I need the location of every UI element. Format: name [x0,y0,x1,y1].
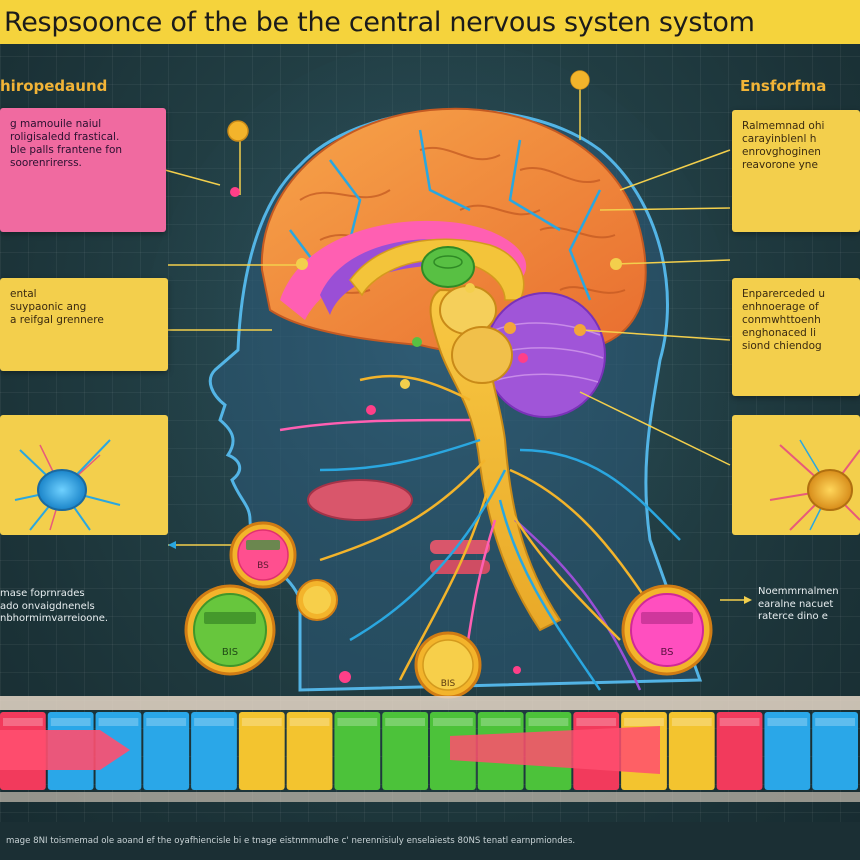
timeline-segment-blue [191,712,237,790]
card-mid-right-text: Enparerceded u enhnoerage of conmwhttoen… [742,288,826,352]
pill-3 [296,579,338,621]
left-section-label: hiropedaund [0,77,108,95]
info-card-top-right: Ralmemnad ohi carayinblenl h enrovghogin… [732,110,860,232]
pill-5: BS [621,584,713,676]
right-section-label: Ensforfma [740,77,827,95]
timeline-segment-blue [812,712,858,790]
timeline-segment-highlight [576,718,617,726]
timeline-segment-green [334,712,381,790]
timeline-bar [0,696,860,802]
card-top-right-text: Ralmemnad ohi carayinblenl h enrovghogin… [742,120,825,171]
timeline-segment-highlight [3,718,43,726]
pill-4-label: BIS [441,679,456,689]
medulla [451,326,513,384]
note-bottom-left: mase foprnrades ado onvaigdnenels nbhorm… [0,588,109,624]
pill-2: BIS [184,584,276,676]
caption-text: mage 8NI toismemad ole aoand ef the oyaf… [6,836,576,846]
timeline-segment-highlight [767,718,808,726]
timeline-segment-green [382,712,428,790]
timeline-segment-highlight [194,718,234,726]
timeline-segment-highlight [433,718,473,726]
note-bottom-right: Noemmrnalmen earalne nacuet raterce dino… [758,586,839,622]
pill-5-label: BS [660,647,673,658]
timeline-segment-red [716,712,763,790]
timeline-segment-highlight [385,718,425,726]
timeline-segment-highlight [624,718,664,726]
arrow-markers [168,541,752,604]
timeline-segment-highlight [98,718,139,726]
timeline-segment-blue [764,712,811,790]
pill-2-label: BIS [222,647,238,658]
timeline-segment-highlight [337,718,378,726]
tongue [307,479,413,521]
info-card-mid-left: ental suypaonic ang a reifgal grennere [0,278,168,371]
pill-4: BIS [414,631,482,699]
timeline-segment-highlight [719,718,760,726]
timeline-segment-highlight [480,718,521,726]
info-card-mid-right: Enparerceded u enhnoerage of conmwhttoen… [732,278,860,396]
neuron-right [732,415,860,535]
neuron-left [0,415,168,535]
timeline-segment-highlight [289,718,330,726]
timeline-segment-highlight [528,718,569,726]
pill-1: BS [229,521,297,589]
title-banner: Respsoonce of the be the central nervous… [0,0,860,44]
timeline-arrow-left [0,730,130,770]
timeline-segment-highlight [146,718,187,726]
info-card-top-left: g mamouile naiul roligisaledd frastical.… [0,108,166,232]
throat-ring-1 [430,540,490,554]
pill-1-label: BS [257,561,269,571]
timeline-segment-yellow [668,712,715,790]
timeline-segment-highlight [50,718,91,726]
caption-bar: mage 8NI toismemad ole aoand ef the oyaf… [0,822,860,860]
thalamus [421,246,475,288]
timeline-arrow-mid [450,726,660,774]
timeline-segment-highlight [241,718,282,726]
card-top-left-text: g mamouile naiul roligisaledd frastical.… [10,118,123,169]
timeline-segment-blue [143,712,190,790]
pill-top-right [571,71,589,89]
card-mid-left-text: ental suypaonic ang a reifgal grennere [10,288,104,326]
timeline-segment-yellow [286,712,333,790]
peripheral-nerves [279,374,681,691]
timeline-segment-yellow [238,712,285,790]
callout-lines [164,80,745,601]
page-title: Respsoonce of the be the central nervous… [4,6,755,38]
timeline-segment-highlight [671,718,712,726]
timeline-segment-highlight [815,718,855,726]
